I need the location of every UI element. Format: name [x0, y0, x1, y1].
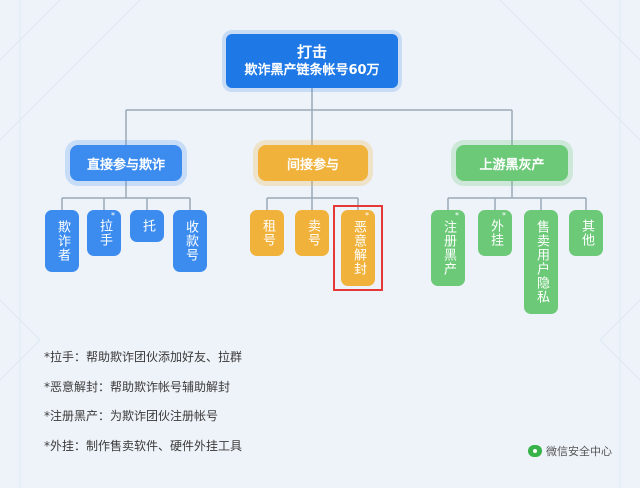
footnotes: *拉手：帮助欺诈团伙添加好友、拉群 *恶意解封：帮助欺诈帐号辅助解封 *注册黑产…	[44, 349, 242, 467]
footnote-text: 恶意解封：帮助欺诈帐号辅助解封	[50, 379, 231, 394]
category-upstream: 上游黑灰产	[456, 145, 568, 181]
leaf-cheat-plugin: 外挂 *	[478, 210, 512, 256]
footnote-text: 注册黑产：为欺诈团伙注册帐号	[50, 409, 219, 423]
leaf-sell-user-privacy: 售卖用户隐私	[524, 210, 558, 314]
leaf-label: 卖号	[305, 219, 320, 247]
star-mark: *	[502, 211, 507, 220]
footnote-mark: *	[44, 379, 50, 394]
root-title: 打击	[296, 43, 327, 61]
logo-text: 微信安全中心	[546, 445, 612, 458]
leaf-label: 注册黑产	[441, 220, 456, 276]
footnote-text: 拉手：帮助欺诈团伙添加好友、拉群	[50, 350, 243, 364]
leaf-malicious-unblock: 恶意解封 *	[341, 210, 375, 286]
footnote-mark: *	[44, 409, 50, 423]
leaf-label: 拉手	[97, 219, 112, 247]
leaf-label: 收款号	[183, 220, 198, 262]
footnote-mark: *	[44, 438, 50, 453]
leaf-puller: 拉手 *	[87, 210, 121, 256]
leaf-label: 欺诈者	[55, 220, 70, 262]
footnote-puller: *拉手：帮助欺诈团伙添加好友、拉群	[44, 349, 242, 379]
leaf-receiving-account: 收款号	[173, 210, 207, 272]
leaf-registration-blackmarket: 注册黑产 *	[431, 210, 465, 286]
leaf-label: 托	[140, 219, 155, 233]
wechat-security-logo: 微信安全中心	[528, 443, 612, 459]
footnote-text: 外挂：制作售卖软件、硬件外挂工具	[50, 438, 243, 453]
leaf-fraudster: 欺诈者	[45, 210, 79, 272]
category-direct-fraud: 直接参与欺诈	[70, 145, 182, 181]
star-mark: *	[111, 211, 116, 220]
leaf-label: 其他	[579, 219, 594, 247]
leaf-rent-account: 租号	[250, 210, 284, 256]
leaf-label: 租号	[260, 219, 275, 247]
leaf-shill: 托	[130, 210, 164, 242]
root-subtitle: 欺诈黑产链条帐号60万	[244, 63, 380, 78]
star-mark: *	[455, 211, 460, 220]
highlight-box	[333, 205, 383, 291]
leaf-label: 售卖用户隐私	[534, 220, 549, 304]
wechat-logo-icon	[528, 445, 542, 457]
leaf-label: 恶意解封	[351, 220, 366, 276]
footnote-mark: *	[44, 350, 50, 364]
star-mark: *	[365, 211, 370, 220]
category-indirect: 间接参与	[258, 145, 368, 181]
footnote-cheat-plugin: *外挂：制作售卖软件、硬件外挂工具	[44, 438, 242, 468]
leaf-label: 外挂	[488, 219, 503, 247]
footnote-registration: *注册黑产：为欺诈团伙注册帐号	[44, 408, 242, 438]
leaf-other: 其他	[569, 210, 603, 256]
leaf-sell-account: 卖号	[295, 210, 329, 256]
root-node: 打击 欺诈黑产链条帐号60万	[226, 34, 398, 88]
footnote-malicious-unblock: *恶意解封：帮助欺诈帐号辅助解封	[44, 379, 242, 409]
